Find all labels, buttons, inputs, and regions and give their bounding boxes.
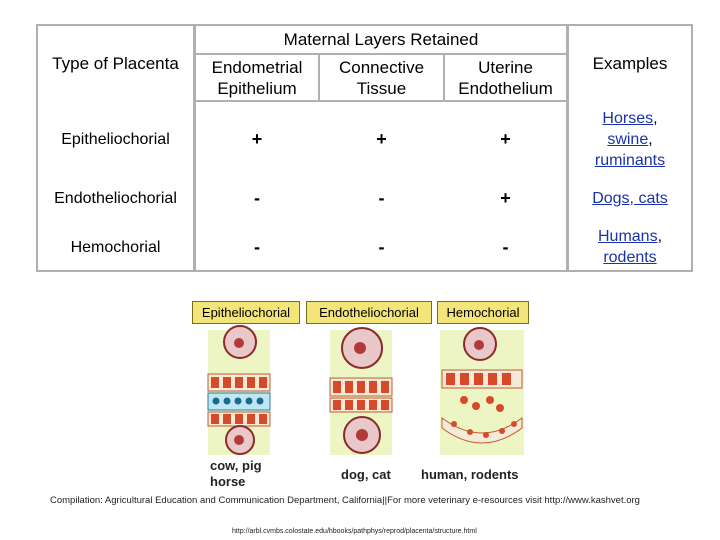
column-header-endometrial: Endometrial Epithelium [211, 57, 303, 98]
caption-cow-pig-horse: cow, pig horse [210, 458, 262, 489]
examples-cell: Horses, swine, ruminants [594, 109, 666, 169]
example-link[interactable]: rodents [603, 249, 657, 266]
cell-value: - [502, 236, 509, 257]
epitheliochorial-drawing [207, 325, 271, 455]
examples-header: Examples [592, 53, 668, 73]
row-header-label: Type of Placenta [52, 53, 179, 73]
row-type-endotheliochorial: Endotheliochorial [54, 189, 177, 207]
endotheliochorial-drawing [329, 327, 393, 455]
caption-human-rodents: human, rodents [421, 467, 519, 482]
example-link[interactable]: Humans [597, 228, 658, 245]
row-type-epitheliochorial: Epitheliochorial [61, 130, 170, 148]
placenta-layers-illustration [207, 325, 524, 455]
cell-value: + [251, 128, 263, 149]
examples-cell: Dogs, cats [569, 180, 691, 216]
cell-value: + [500, 128, 511, 149]
example-link[interactable]: Dogs, cats [592, 189, 668, 207]
cell-value: - [378, 187, 385, 208]
illustration-label-endotheliochorial: Endotheliochorial [306, 301, 432, 324]
cell-value: - [254, 187, 260, 208]
caption-dog-cat: dog, cat [341, 467, 391, 482]
cell-value: - [378, 236, 385, 257]
example-link[interactable]: swine [607, 130, 649, 148]
source-url[interactable]: http://arbl.cvmbs.colostate.edu/hbooks/p… [232, 528, 477, 535]
example-link[interactable]: ruminants [594, 151, 666, 169]
illustration-label-hemochorial: Hemochorial [437, 301, 529, 324]
cell-value: + [376, 128, 387, 149]
hemochorial-drawing [440, 327, 524, 455]
cell-value: - [254, 236, 260, 257]
group-header: Maternal Layers Retained [283, 30, 479, 49]
examples-cell: Humans, rodents [597, 228, 663, 266]
column-header-connective: Connective Tissue [338, 57, 425, 98]
illustration-label-epitheliochorial: Epitheliochorial [192, 301, 300, 324]
row-type-hemochorial: Hemochorial [70, 238, 161, 256]
footer-credit: Compilation: Agricultural Education and … [50, 495, 640, 506]
example-link[interactable]: Horses [602, 109, 654, 127]
column-header-uterine: Uterine Endothelium [458, 57, 553, 98]
cell-value: + [500, 187, 511, 208]
